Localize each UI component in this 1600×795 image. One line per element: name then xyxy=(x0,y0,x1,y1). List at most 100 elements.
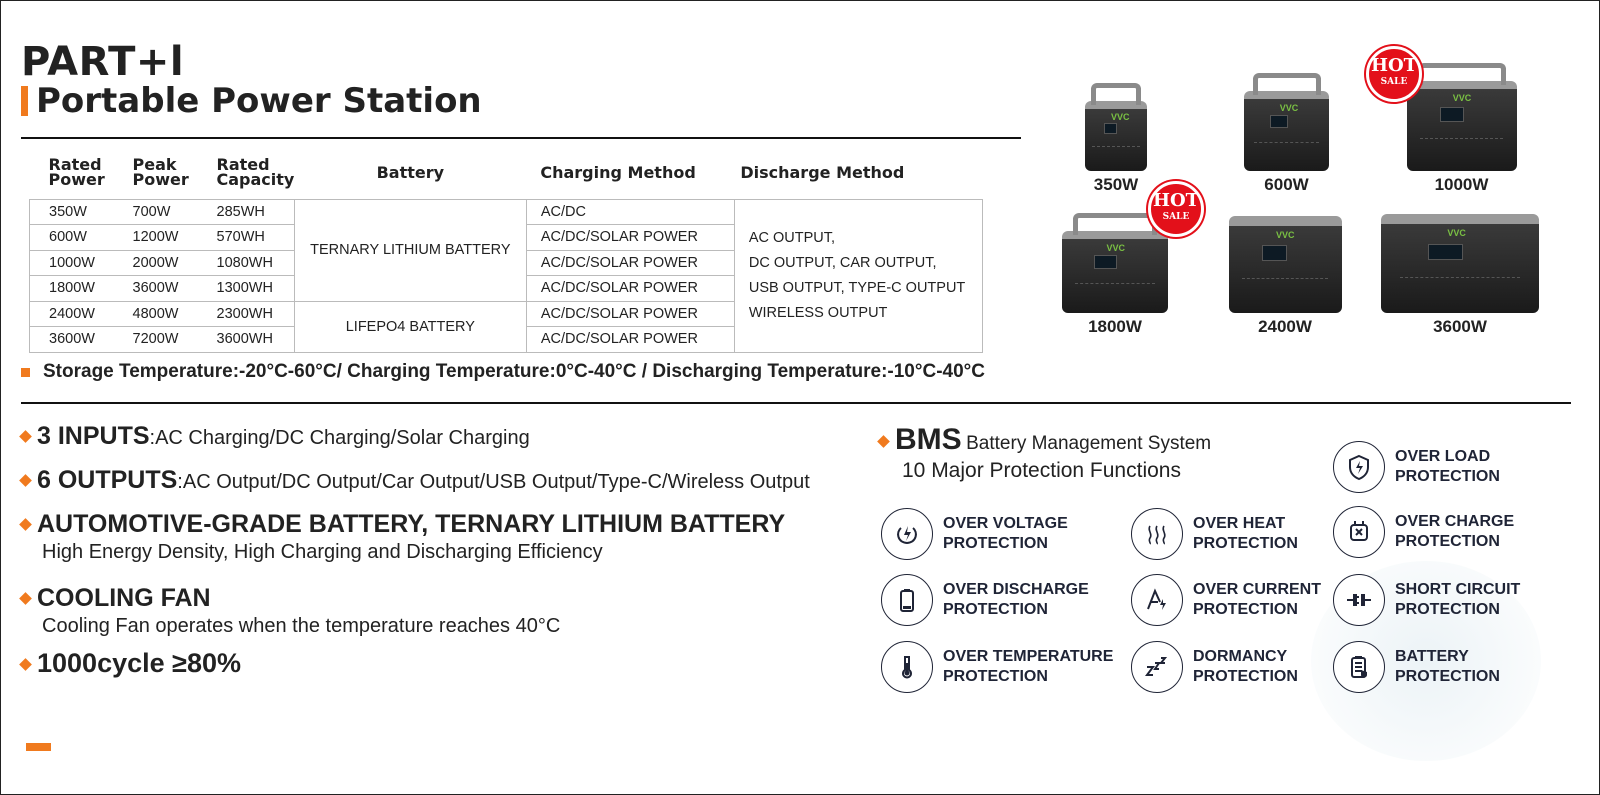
bms-section: BMS Battery Management System 10 Major P… xyxy=(877,423,1212,483)
product-label: 1000W xyxy=(1434,175,1489,194)
feature-heading: AUTOMOTIVE-GRADE BATTERY, TERNARY LITHIU… xyxy=(37,510,786,538)
cell: 285WH xyxy=(197,198,295,225)
cell: AC/DC/SOLAR POWER xyxy=(525,326,735,353)
sleep-zzz-icon xyxy=(1131,641,1183,693)
col-discharge: Discharge Method xyxy=(740,162,905,182)
discharge-line: USB OUTPUT, TYPE-C OUTPUT xyxy=(748,279,966,296)
cell: 3600W xyxy=(113,275,198,302)
heat-waves-icon xyxy=(1131,508,1183,560)
bullet-diamond-icon xyxy=(19,592,32,606)
header-divider xyxy=(21,137,1021,139)
discharge-line: AC OUTPUT, xyxy=(748,229,836,246)
discharge-method-cell: AC OUTPUT, DC OUTPUT, CAR OUTPUT, USB OU… xyxy=(733,198,983,353)
product-label: 350W xyxy=(1093,175,1139,194)
cell: AC/DC/SOLAR POWER xyxy=(525,300,735,327)
cell: AC/DC/SOLAR POWER xyxy=(525,249,735,276)
over-load-shield-icon xyxy=(1333,441,1385,493)
table-row: 3600W 7200W 3600WH AC/DC/SOLAR POWER xyxy=(29,326,983,353)
cell: 350W xyxy=(29,198,114,225)
battery-low-icon xyxy=(881,574,933,626)
cell: 3600WH xyxy=(197,326,295,353)
feature-description: :AC Charging/DC Charging/Solar Charging xyxy=(149,427,530,449)
product-1000w: VVC 1000W xyxy=(1404,63,1519,195)
bullet-diamond-icon xyxy=(19,474,32,488)
accent-bar xyxy=(21,86,28,116)
cell: 1300WH xyxy=(197,275,295,302)
feature-inputs: 3 INPUTS:AC Charging/DC Charging/Solar C… xyxy=(19,422,530,451)
product-350w: VVC 350W xyxy=(1071,83,1161,195)
footer-accent-bar xyxy=(26,743,51,751)
power-station-image: VVC xyxy=(1381,214,1539,313)
feature-heading: 6 OUTPUTS xyxy=(37,466,178,494)
cell: 3600W xyxy=(29,326,114,353)
feature-cooling-fan: COOLING FAN Cooling Fan operates when th… xyxy=(19,584,561,638)
product-2400w: VVC 2400W xyxy=(1226,216,1344,337)
feature-cycle: 1000cycle ≥80% xyxy=(19,648,241,679)
bullet-diamond-icon xyxy=(19,518,32,532)
cell: AC/DC xyxy=(525,198,735,225)
feature-subtext: High Energy Density, High Charging and D… xyxy=(42,541,603,563)
cell: AC/DC/SOLAR POWER xyxy=(525,275,735,302)
discharge-line: WIRELESS OUTPUT xyxy=(748,304,888,321)
table-row: 350W 700W 285WH TERNARY LITHIUM BATTERY … xyxy=(29,198,983,353)
product-600w: VVC 600W xyxy=(1239,73,1334,195)
col-battery: Battery xyxy=(376,162,445,182)
table-row: 2400W 4800W 2300WH LIFEPO4 BATTERY AC/DC… xyxy=(29,300,983,353)
battery-type-lifepo4: LIFEPO4 BATTERY xyxy=(293,300,527,353)
cell: 2300WH xyxy=(197,300,295,327)
feature-heading: COOLING FAN xyxy=(37,584,211,612)
power-station-image: VVC xyxy=(1406,63,1517,171)
feature-description: :AC Output/DC Output/Car Output/USB Outp… xyxy=(177,471,810,493)
current-ampere-icon xyxy=(1131,574,1183,626)
cell: 7200W xyxy=(113,326,198,353)
product-label: 2400W xyxy=(1258,317,1312,336)
feature-battery: AUTOMOTIVE-GRADE BATTERY, TERNARY LITHIU… xyxy=(19,510,786,564)
product-label: 600W xyxy=(1264,175,1309,194)
over-voltage-icon xyxy=(881,508,933,560)
product-label: 3600W xyxy=(1433,317,1487,336)
bms-title: BMS xyxy=(895,423,962,456)
cell: 4800W xyxy=(113,300,198,327)
plug-x-icon xyxy=(1333,506,1385,558)
page-title-text: Portable Power Station xyxy=(36,81,482,121)
cell: 1200W xyxy=(113,224,198,251)
discharge-line: DC OUTPUT, CAR OUTPUT, xyxy=(748,254,937,271)
page-title: Portable Power Station xyxy=(21,81,482,121)
cell: 700W xyxy=(113,198,198,225)
bms-subtitle: Battery Management System xyxy=(966,433,1212,454)
power-station-image: VVC xyxy=(1062,213,1168,313)
bullet-diamond-icon xyxy=(877,435,890,449)
feature-subtext: Cooling Fan operates when the temperatur… xyxy=(42,615,561,637)
section-divider xyxy=(21,402,1571,404)
cell: 2000W xyxy=(113,249,198,276)
cell: 1080WH xyxy=(197,249,295,276)
bullet-diamond-icon xyxy=(19,430,32,444)
product-3600w: VVC 3600W xyxy=(1379,214,1541,337)
cell: AC/DC/SOLAR POWER xyxy=(525,224,735,251)
storage-temperature-note: Storage Temperature:-20°C-60°C/ Charging… xyxy=(21,361,985,383)
product-1800w: VVC 1800W xyxy=(1061,213,1169,337)
battery-type-ternary: TERNARY LITHIUM BATTERY xyxy=(293,198,527,302)
product-label: 1800W xyxy=(1088,317,1142,336)
table-row: 600W 1200W 570WH AC/DC/SOLAR POWER xyxy=(29,224,983,251)
cell: 2400W xyxy=(29,300,114,327)
bullet-diamond-icon xyxy=(19,658,32,672)
power-station-image: VVC xyxy=(1228,216,1342,313)
battery-shield-icon xyxy=(1333,641,1385,693)
plug-connector-icon xyxy=(1333,574,1385,626)
